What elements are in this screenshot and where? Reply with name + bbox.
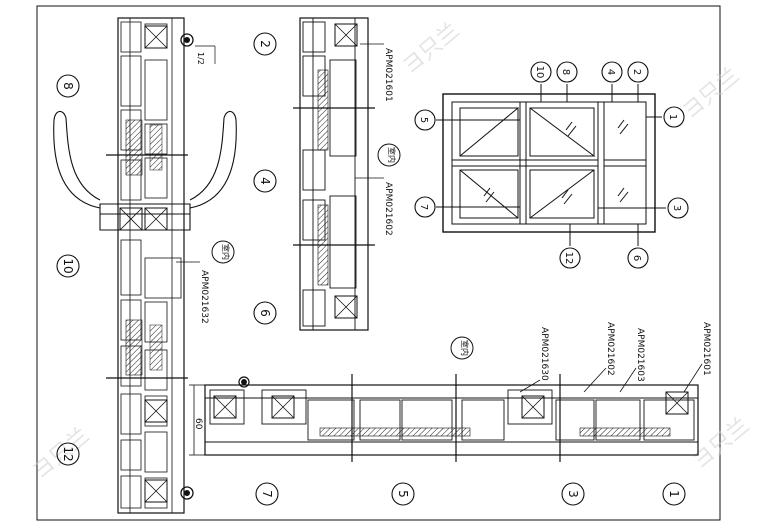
elev-number-4: 4	[605, 69, 616, 75]
section-number-6: 6	[258, 309, 272, 317]
section-number-2: 2	[258, 40, 272, 48]
elev-number-1: 1	[667, 114, 678, 120]
middle-vertical-section	[293, 17, 375, 331]
section-number-4: 4	[258, 177, 272, 185]
interior-marker-3	[450, 336, 474, 360]
bottom-horizontal-section	[204, 374, 699, 462]
section-number-12: 12	[61, 446, 75, 461]
small-annotation: 1/2	[196, 52, 205, 65]
elev-number-12: 12	[563, 252, 574, 265]
elev-number-2: 2	[631, 69, 642, 75]
section-number-5: 5	[396, 490, 410, 498]
elev-number-10: 10	[534, 66, 545, 79]
interior-label-2: 室内	[387, 147, 397, 163]
elevation-callout-numbers: 5 7 10 8 4 2 1 3 12 6	[418, 66, 682, 265]
section-number-10: 10	[61, 258, 75, 273]
label-apm021601-bottom: APM021601	[701, 322, 711, 376]
section-numbers: 8 10 12 2 4 6 7 5 3 1	[61, 40, 681, 498]
section-number-1: 1	[667, 490, 681, 498]
svg-text:ヨ只兰: ヨ只兰	[678, 63, 745, 125]
interior-marker-2	[377, 143, 401, 167]
label-apm021601-top: APM021601	[383, 48, 393, 102]
label-apm021632: APM021632	[199, 270, 209, 324]
interior-label-1: 室内	[221, 244, 231, 260]
label-apm021602-bottom: APM021602	[605, 322, 615, 376]
interior-marker-1	[211, 240, 235, 264]
elev-number-8: 8	[560, 69, 571, 75]
section-callouts	[56, 32, 689, 506]
dimension-60-label: 60	[193, 418, 203, 430]
left-vertical-section	[106, 17, 194, 514]
section-number-7: 7	[260, 490, 274, 498]
interior-label-3: 室内	[460, 340, 470, 356]
section-number-3: 3	[566, 490, 580, 498]
handle-drawing	[53, 110, 237, 231]
sheet-border	[36, 5, 721, 521]
label-apm021602-mid: APM021602	[383, 182, 393, 236]
label-apm021603: APM021603	[635, 328, 645, 382]
dimension-60	[189, 384, 205, 456]
bottom-leaders	[519, 363, 703, 393]
elev-number-3: 3	[671, 205, 682, 211]
section-number-8: 8	[61, 82, 75, 90]
elev-number-6: 6	[631, 255, 642, 261]
window-elevation	[436, 84, 666, 246]
elev-number-7: 7	[418, 204, 429, 210]
label-apm021630: APM021630	[539, 327, 549, 381]
elev-number-5: 5	[418, 117, 429, 123]
svg-text:ヨ只兰: ヨ只兰	[398, 18, 465, 80]
